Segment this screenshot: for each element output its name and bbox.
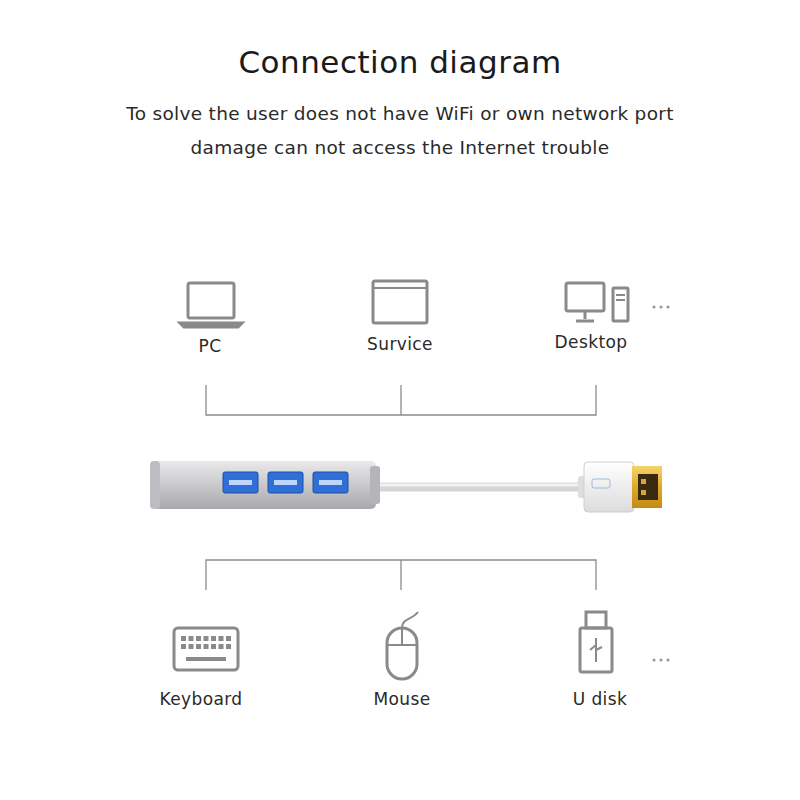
diagram-caption: To solve the user does not have WiFi or … [120, 97, 680, 165]
device-label: Survice [367, 334, 433, 354]
keyboard-icon [174, 628, 238, 670]
mouse-icon [387, 612, 418, 679]
u-disk-icon [580, 612, 612, 672]
device-label: PC [199, 336, 222, 356]
device-label: Keyboard [159, 689, 242, 709]
device-label: Mouse [373, 689, 430, 709]
diagram-title: Connection diagram [238, 44, 561, 80]
device-label: Desktop [555, 332, 628, 352]
tablet-icon [373, 281, 427, 323]
laptop-icon [180, 283, 242, 327]
usb-hub [150, 461, 662, 512]
device-label: U disk [573, 689, 627, 709]
desktop-icon [566, 283, 628, 321]
